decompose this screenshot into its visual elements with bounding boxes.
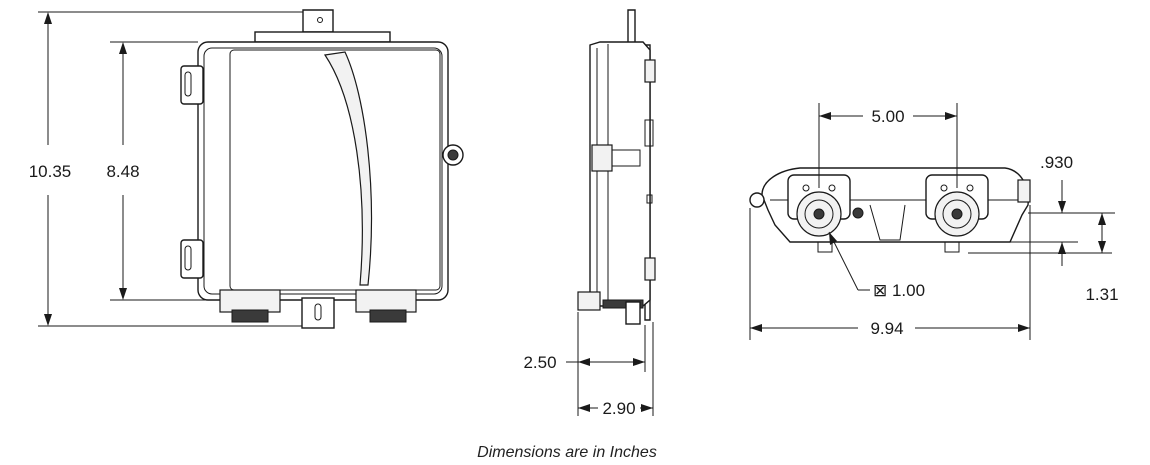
dim-bottom-hole-spacing: 5.00 — [871, 107, 904, 126]
side-enclosure-body — [589, 41, 651, 307]
dim-side-depth-overall: 2.90 — [602, 399, 635, 418]
side-view — [566, 9, 656, 416]
dim-bottom-width: 9.94 — [870, 319, 903, 338]
dim-side-depth-body: 2.50 — [523, 353, 556, 372]
dim-front-height-overall: 10.35 — [29, 162, 72, 181]
front-view — [38, 9, 464, 329]
top-rail — [254, 31, 391, 43]
dim-front-height-body: 8.48 — [106, 162, 139, 181]
units-caption: Dimensions are in Inches — [477, 444, 657, 461]
dim-bottom-hole-size: ⊠ 1.00 — [873, 281, 925, 300]
bottom-mounting-tab — [301, 297, 335, 329]
front-door-panel — [229, 49, 441, 291]
bottom-view — [749, 103, 1115, 340]
side-latch-bottom — [644, 257, 656, 281]
dim-bottom-offset-b: 1.31 — [1085, 285, 1118, 304]
left-bottom-port — [219, 289, 281, 313]
curved-label-strip — [323, 51, 373, 286]
side-latch-top — [644, 59, 656, 83]
lower-hinge — [180, 239, 204, 279]
side-bottom-port — [577, 291, 601, 311]
bottom-center-screw — [852, 207, 864, 219]
side-bottom-tab — [625, 301, 641, 325]
bottom-latch — [1017, 179, 1031, 203]
dim-bottom-offset-a: .930 — [1040, 153, 1073, 172]
front-enclosure-body — [197, 41, 449, 301]
side-hinge-block — [591, 144, 613, 172]
right-bottom-port — [355, 289, 417, 313]
upper-hinge — [180, 65, 204, 105]
bottom-hinge-end — [749, 192, 765, 208]
